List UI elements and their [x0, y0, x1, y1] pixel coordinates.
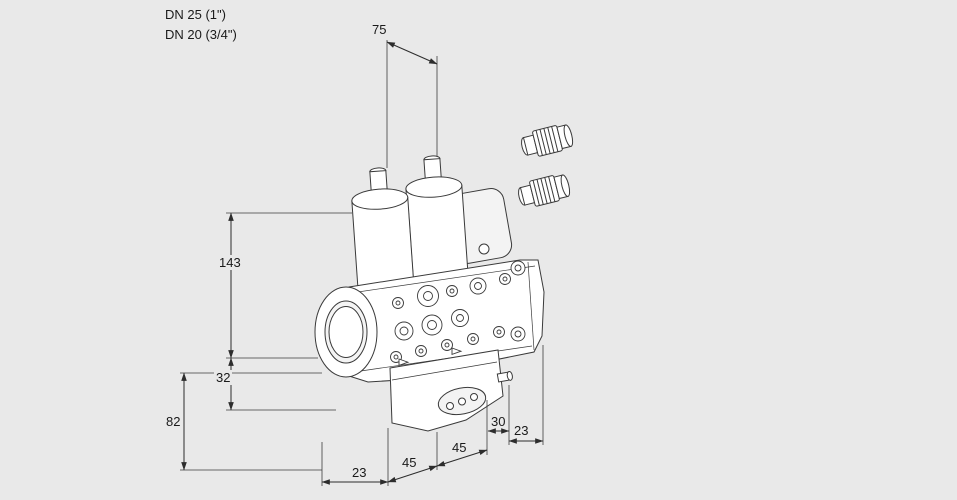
- dim-bottom-mid-right: 45: [452, 440, 467, 455]
- dim-bottom-left: 23: [352, 465, 367, 480]
- connection-size-label-2: DN 20 (3/4"): [165, 27, 237, 42]
- inlet-flange: [314, 286, 378, 378]
- cable-gland-bottom: [518, 174, 571, 207]
- dim-bottom-mid-left: 45: [402, 455, 417, 470]
- connection-size-label-1: DN 25 (1"): [165, 7, 226, 22]
- flow-direction-arrow: [398, 358, 410, 367]
- dim-right-inner: 30: [491, 414, 506, 429]
- flow-direction-arrow: [451, 347, 463, 356]
- dim-height-body: 143: [217, 255, 243, 270]
- solenoid-right: [405, 155, 469, 285]
- pressure-tap-nipple: [496, 370, 513, 383]
- solenoid-left: [351, 167, 415, 299]
- cable-gland-top: [521, 124, 574, 157]
- bottom-block: [389, 349, 513, 432]
- dim-base-height: 82: [166, 414, 181, 429]
- valve-body-details: [390, 260, 526, 367]
- dim-right-outer: 23: [514, 423, 529, 438]
- dim-top-width: 75: [372, 22, 387, 37]
- dim-flange-offset: 32: [214, 370, 233, 385]
